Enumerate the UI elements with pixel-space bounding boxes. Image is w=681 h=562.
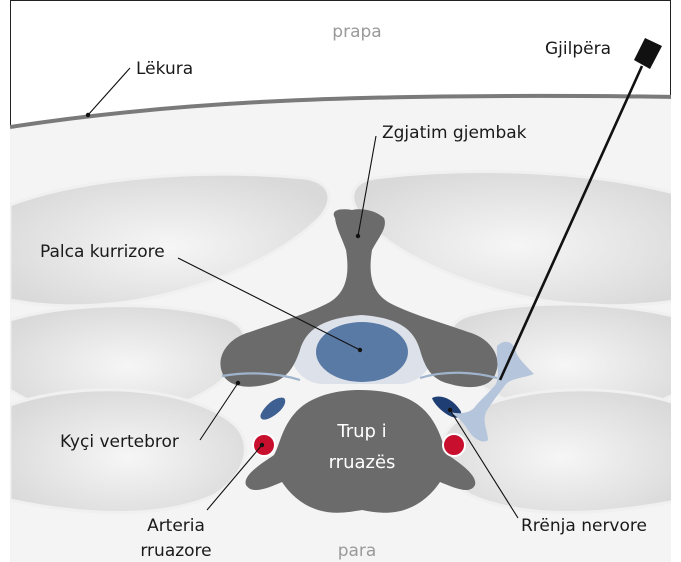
label-spinal-cord: Palca kurrizore	[40, 242, 165, 262]
leader-nerve-dot	[448, 408, 452, 412]
vertebral-artery-right	[443, 434, 465, 456]
label-spinous-process: Zgjatim gjembak	[382, 123, 527, 143]
label-vertebral-body-line2: rruazës	[329, 452, 396, 473]
label-artery-line1: Arteria	[147, 516, 205, 536]
label-needle: Gjilpëra	[545, 39, 611, 59]
leader-skin-dot	[86, 113, 90, 117]
label-nerve-root: Rrënja nervore	[521, 516, 647, 536]
leader-artery-dot	[260, 443, 264, 447]
leader-cord-dot	[358, 348, 362, 352]
leader-spinous-dot	[356, 234, 360, 238]
orientation-top: prapa	[332, 22, 381, 42]
leader-facet-dot	[236, 381, 240, 385]
label-vertebral-body-line1: Trup i	[336, 421, 386, 442]
orientation-bottom: para	[338, 541, 377, 561]
label-skin: Lëkura	[136, 59, 193, 79]
label-facet-joint: Kyçi vertebror	[60, 432, 179, 452]
spinal-cord	[316, 322, 408, 382]
label-artery-line2: rruazore	[140, 541, 211, 561]
